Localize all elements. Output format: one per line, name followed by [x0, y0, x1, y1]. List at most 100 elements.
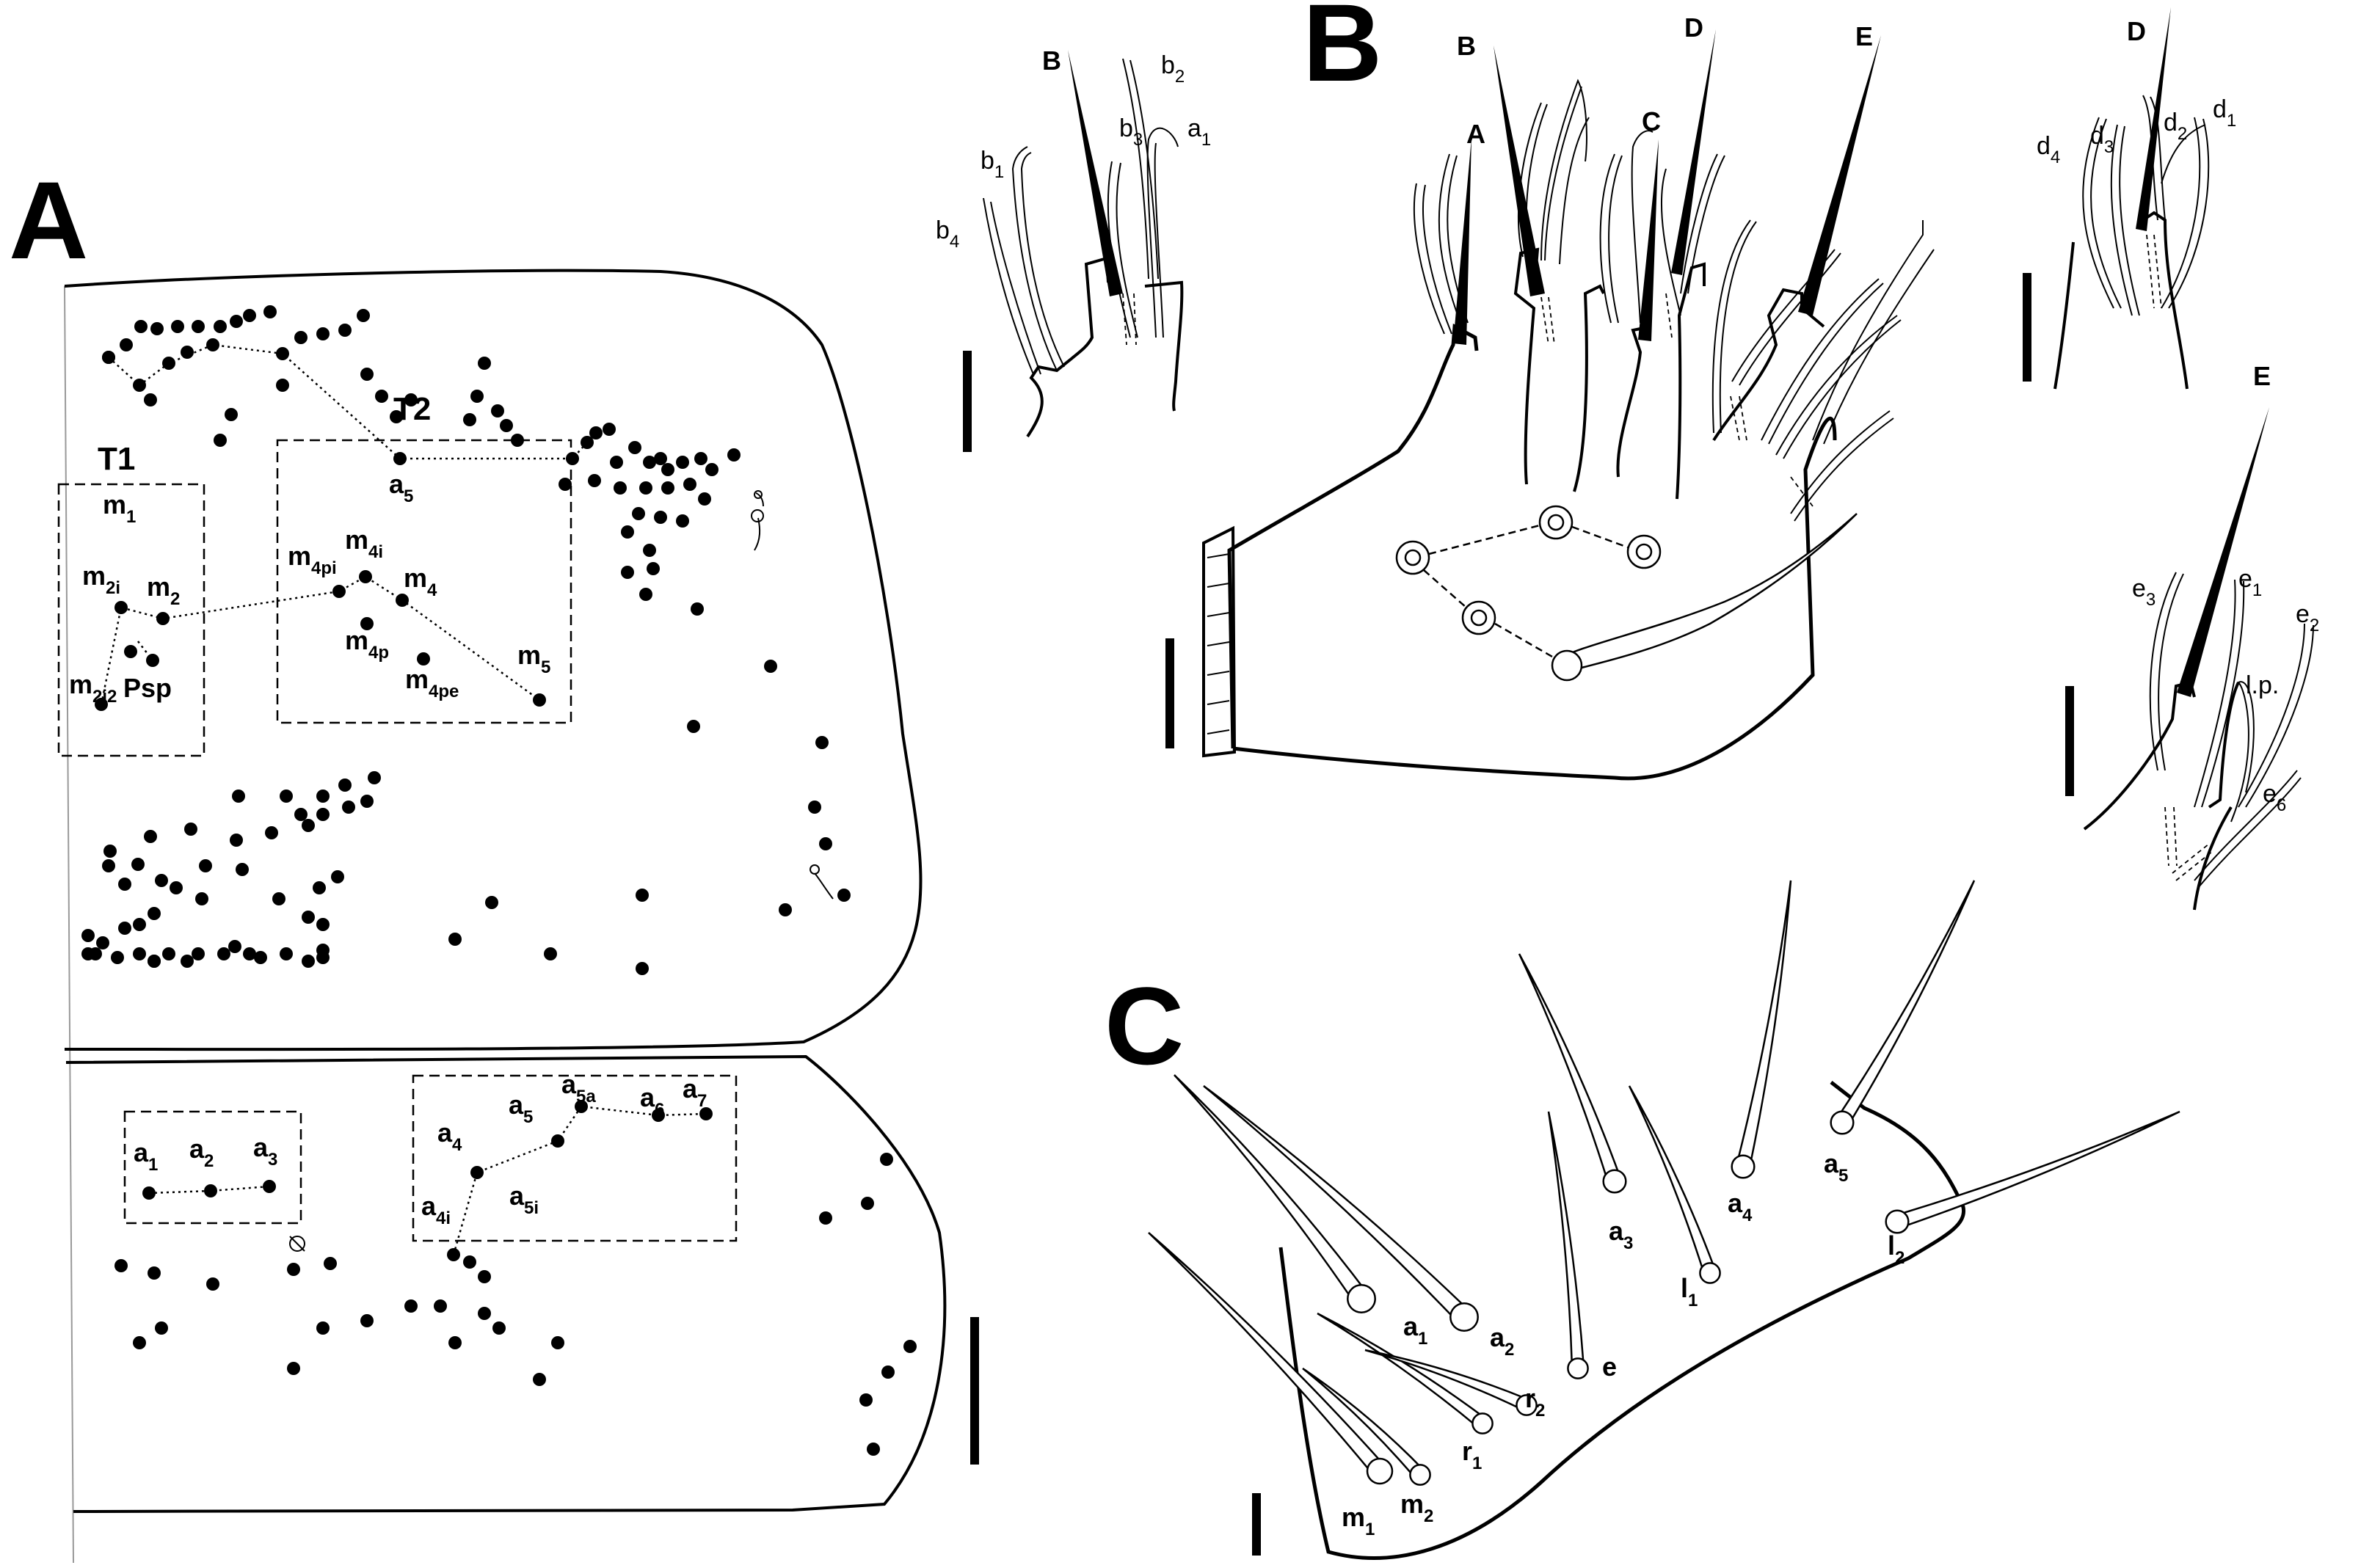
panel-b-label-e: E: [1855, 21, 1873, 51]
label-a7-lower: a7: [683, 1073, 707, 1111]
label-c-e: e: [1602, 1352, 1617, 1382]
detail-d-label-d3: d3: [2090, 122, 2114, 157]
panel-b-body-outline: [1227, 323, 1837, 781]
seta-c-r1-socket: [1471, 1412, 1494, 1434]
chaeta-dot: [478, 1307, 491, 1320]
seta-c-m1-socket: [1366, 1457, 1394, 1485]
psp-connector: [137, 641, 153, 661]
chaetae-dots: [81, 305, 917, 1456]
chaeta-dot: [81, 947, 95, 960]
label-m2i: m2i: [82, 561, 120, 598]
chaeta-dot: [280, 790, 293, 803]
chaeta-dot: [118, 922, 131, 935]
chaeta-dot: [206, 1277, 219, 1291]
panel-c-letter: C: [1105, 964, 1184, 1087]
chaeta-dot: [206, 338, 219, 351]
panel-b-label-b: B: [1457, 31, 1476, 61]
macrochaeta-e-detail: [2177, 407, 2269, 697]
chaeta-dot: [544, 947, 557, 960]
chaeta-dot: [727, 448, 741, 462]
seta-c-a3: [1518, 953, 1622, 1186]
chaeta-dot: [636, 962, 649, 975]
label-m2i2: m2i2: [69, 669, 117, 707]
chaeta-dot: [225, 408, 238, 421]
chaeta-dot: [628, 441, 641, 454]
t2-box: [276, 439, 572, 724]
chaeta-dot: [214, 320, 227, 333]
label-c-a1: a1: [1403, 1311, 1427, 1349]
chaeta-dot: [654, 511, 667, 524]
detail-e-label-e2: e2: [2296, 600, 2319, 635]
label-m4p: m4p: [345, 625, 389, 663]
detail-seta-b: B b1 b2 b3 b4 a1: [936, 45, 1211, 452]
label-a5-t2: a5: [389, 469, 413, 506]
panel-b-base-ticks: [1207, 553, 1230, 734]
chaeta-dot: [533, 1373, 546, 1386]
chaeta-dot: [621, 525, 634, 539]
label-a1-lower: a1: [134, 1137, 158, 1175]
chaeta-dot: [639, 588, 652, 601]
seta-c-a1: [1174, 1074, 1369, 1305]
detail-b-socket-right: [1144, 280, 1184, 412]
chaeta-dot: [287, 1362, 300, 1375]
chaeta-dot: [478, 1270, 491, 1283]
chaeta-dot: [316, 808, 330, 821]
chaeta-dot: [705, 463, 719, 476]
panel-a: A T1 T2 m1 m2: [9, 158, 979, 1564]
chaeta-dot: [500, 419, 513, 432]
chaeta-dot: [150, 322, 164, 335]
chaeta-dot: [404, 1299, 418, 1313]
chaeta-dot: [243, 309, 256, 322]
seta-b4: [983, 197, 1034, 375]
panel-b-sensilla: [1395, 505, 1662, 658]
seta-c-a5-socket: [1830, 1110, 1855, 1135]
seta-c-a2-socket: [1449, 1302, 1479, 1332]
chaeta-dot: [470, 1166, 484, 1179]
seta-e2-inner: [2245, 624, 2314, 808]
chaeta-dot: [359, 570, 372, 583]
chaeta-dot: [676, 456, 689, 469]
chaeta-dot: [302, 955, 315, 968]
panel-b-fine-setae: [1413, 79, 1935, 522]
seta-d3-inner: [2119, 125, 2140, 316]
panel-c-outline: [1278, 1081, 1966, 1560]
seta-b3-inner: [1116, 162, 1138, 338]
detail-b-label-b3: b3: [1119, 114, 1143, 150]
chaeta-dot: [204, 1184, 217, 1197]
chaeta-dot: [81, 929, 95, 942]
label-m2: m2: [147, 572, 180, 609]
chaeta-dot: [133, 1336, 146, 1349]
chaeta-dot: [588, 474, 601, 487]
chaeta-dot: [114, 1259, 128, 1272]
chaeta-dot: [324, 1257, 337, 1270]
chaeta-dot: [276, 347, 289, 360]
chaeta-dot: [144, 393, 157, 406]
chaeta-dot: [287, 1263, 300, 1276]
panel-b-label-a: A: [1466, 119, 1485, 149]
chaeta-dot: [448, 1336, 462, 1349]
chaeta-dot: [566, 452, 579, 465]
chaeta-dot: [360, 795, 374, 808]
chaeta-dot: [699, 1107, 713, 1120]
detail-e-label-e: E: [2253, 361, 2271, 391]
chaeta-dot: [133, 947, 146, 960]
chaeta-dot: [643, 456, 656, 469]
chaeta-dot: [184, 823, 197, 836]
detail-seta-d: D d1 d2 d3 d4: [2023, 7, 2236, 390]
seta-e2: [2238, 623, 2305, 808]
chaeta-dot: [867, 1443, 880, 1456]
chaeta-dot: [603, 423, 616, 436]
seta-c-r1: [1317, 1312, 1488, 1430]
chaeta-dot: [192, 947, 205, 960]
label-c-l1: l1: [1681, 1273, 1698, 1310]
macrochaeta-b: [1068, 50, 1123, 296]
chaeta-dot: [610, 456, 623, 469]
chaeta-dot: [434, 1299, 447, 1313]
chaeta-dot: [171, 320, 184, 333]
seta-lp: [2230, 681, 2255, 823]
seta-c-m1: [1148, 1232, 1386, 1478]
seta-d2: [2142, 95, 2158, 221]
chaeta-dot: [103, 845, 117, 858]
chaeta-dot: [357, 309, 370, 322]
